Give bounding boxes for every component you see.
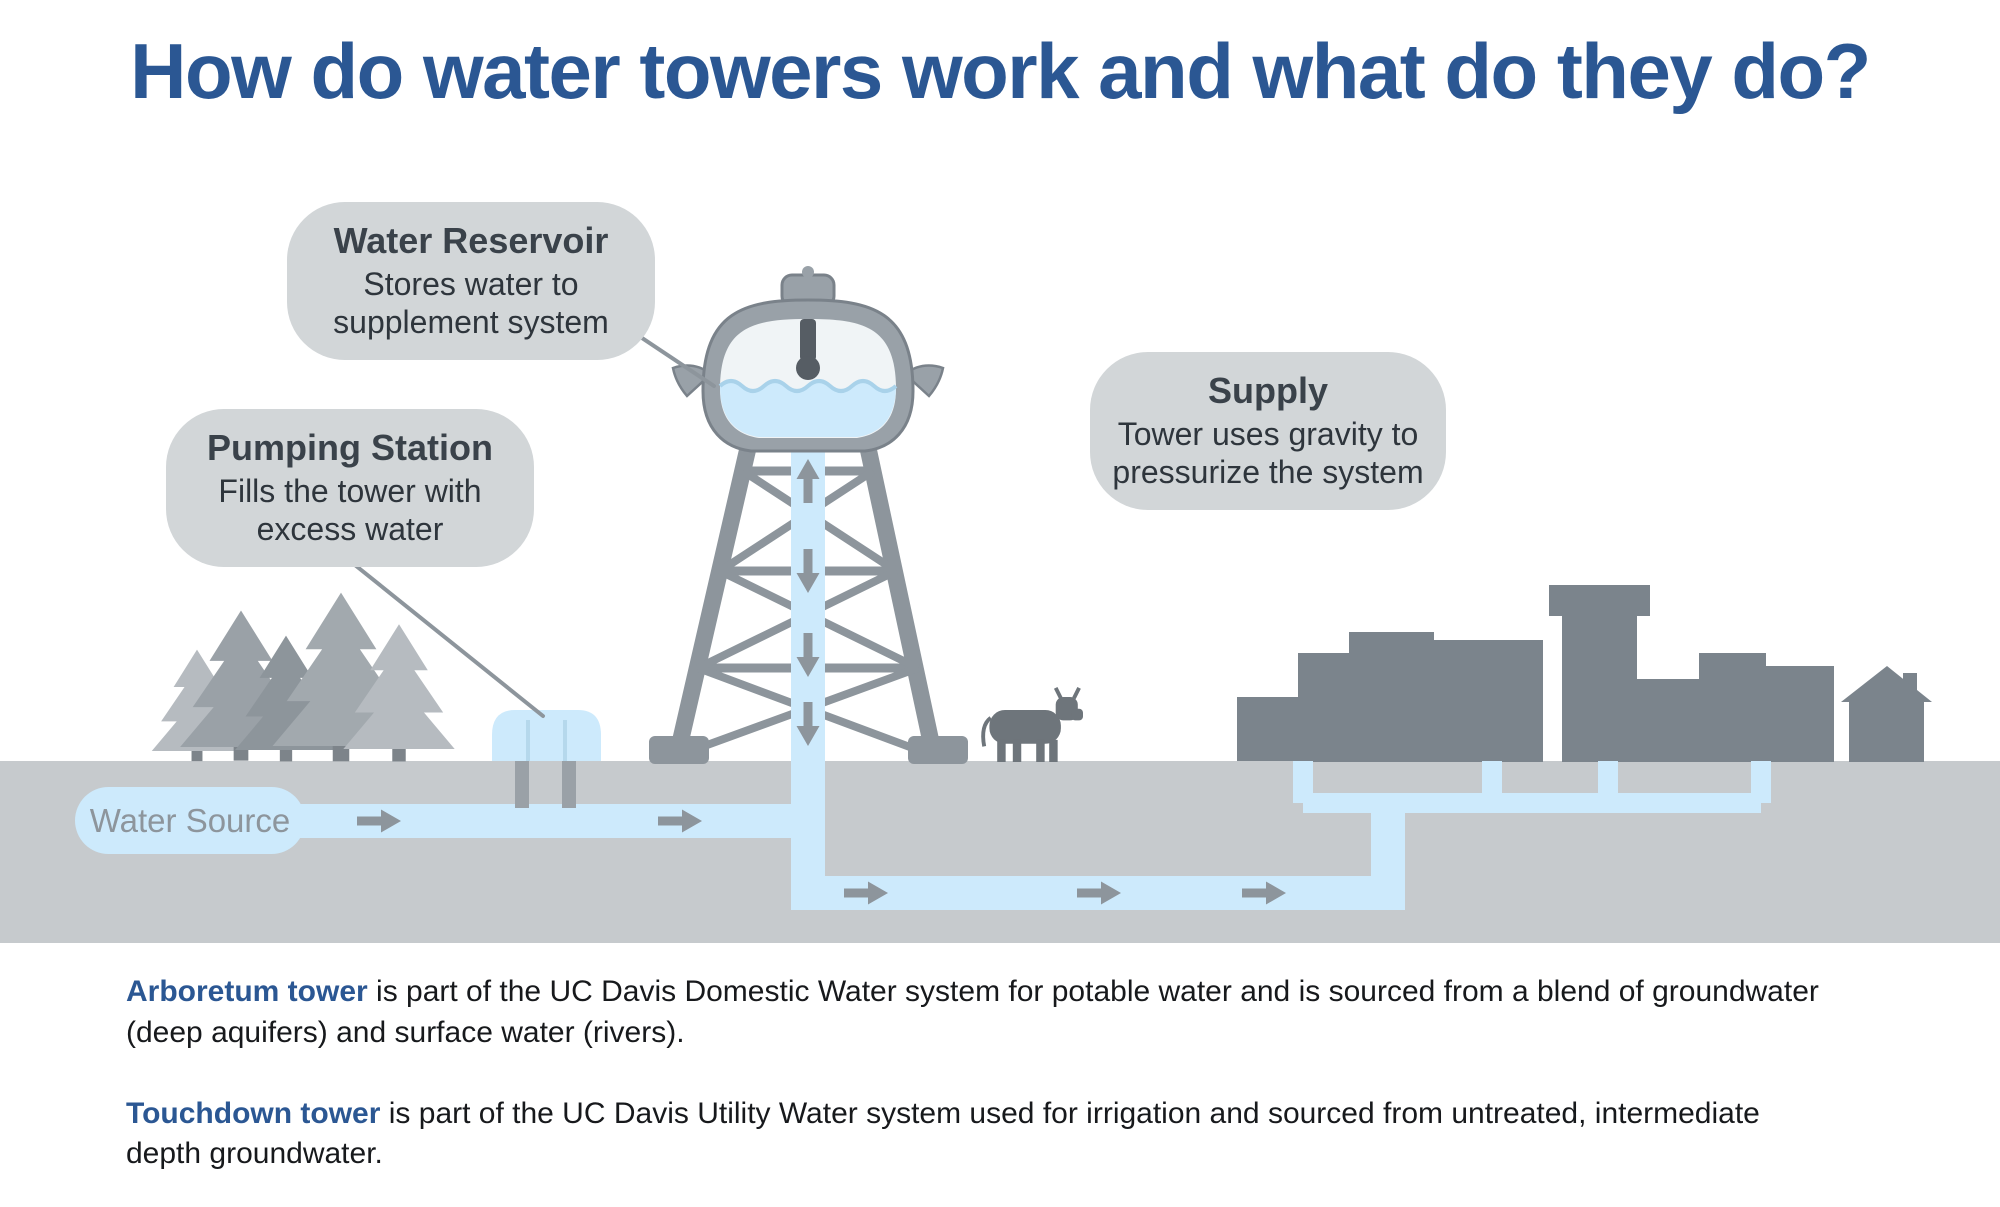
tank-finial [802, 266, 814, 278]
city-skyline [1237, 585, 1932, 762]
tower-foot [908, 736, 968, 764]
footnotes: Arboretum tower is part of the UC Davis … [126, 972, 1826, 1207]
arboretum-note: Arboretum tower is part of the UC Davis … [126, 972, 1826, 1054]
callout-body: Tower uses gravity to pressurize the sys… [1112, 416, 1424, 491]
building [1634, 679, 1707, 762]
callout-title: Water Reservoir [333, 220, 609, 261]
arboretum-tower-lead: Arboretum tower [126, 975, 368, 1008]
water-tower-tank [671, 266, 945, 453]
callout-title: Pumping Station [207, 427, 493, 468]
building [1699, 653, 1766, 762]
flow-arrow-icon [844, 881, 888, 905]
callout-body: Stores water to supplement system [333, 266, 609, 341]
building [1756, 666, 1834, 762]
house-body [1849, 702, 1924, 762]
touchdown-tower-lead: Touchdown tower [126, 1096, 381, 1130]
callout-pointers [328, 328, 716, 718]
touchdown-note-text: is part of the UC Davis Utility Water sy… [126, 1096, 1760, 1171]
flow-arrow-icon [1242, 881, 1286, 905]
reservoir-pointer-line [628, 328, 716, 388]
flow-arrow-icon [796, 459, 820, 503]
callout-water-reservoir: Water Reservoir Stores water to suppleme… [287, 202, 655, 360]
callout-body: Fills the tower with excess water [218, 473, 482, 548]
building [1562, 606, 1637, 762]
pump-body [492, 710, 601, 761]
pump-stub [515, 761, 529, 808]
tank-inlet [796, 356, 820, 380]
flow-arrow-icon [1077, 881, 1121, 905]
callout-pumping-station: Pumping Station Fills the tower with exc… [166, 409, 534, 567]
page-title: How do water towers work and what do the… [130, 27, 1871, 115]
pumping-station-icon [492, 710, 601, 808]
flow-arrow-icon [796, 549, 820, 593]
pump-stub [562, 761, 576, 808]
tank-water [720, 381, 896, 437]
flow-arrow-icon [796, 633, 820, 677]
pine-trees [151, 592, 455, 762]
flow-arrow-icon [796, 702, 820, 746]
pine-tree-icon [343, 624, 455, 762]
water-source-label: Water Source [75, 787, 305, 854]
ground [0, 761, 2000, 943]
flow-arrows [357, 459, 1286, 905]
tank-drip-right [903, 364, 945, 398]
house-roof [1841, 666, 1932, 702]
flow-arrow-icon [658, 809, 702, 833]
building [1419, 640, 1543, 762]
callout-title: Supply [1207, 370, 1328, 411]
cow-icon [981, 687, 1083, 762]
tank-inlet-pipe [800, 319, 816, 361]
pump-seams [526, 720, 567, 761]
tower-leg [668, 446, 757, 758]
flow-arrow-icon [357, 809, 401, 833]
touchdown-note: Touchdown tower is part of the UC Davis … [126, 1094, 1826, 1176]
pumping-pointer-line [328, 543, 545, 718]
arboretum-note-text: is part of the UC Davis Domestic Water s… [126, 975, 1819, 1049]
water-surface-wave [718, 379, 898, 393]
distribution-pipe [1293, 761, 1771, 813]
tower-foot [649, 736, 709, 764]
tower-leg [859, 446, 943, 758]
callout-supply: Supply Tower uses gravity to pressurize … [1090, 352, 1446, 510]
building-cap [1549, 585, 1650, 616]
